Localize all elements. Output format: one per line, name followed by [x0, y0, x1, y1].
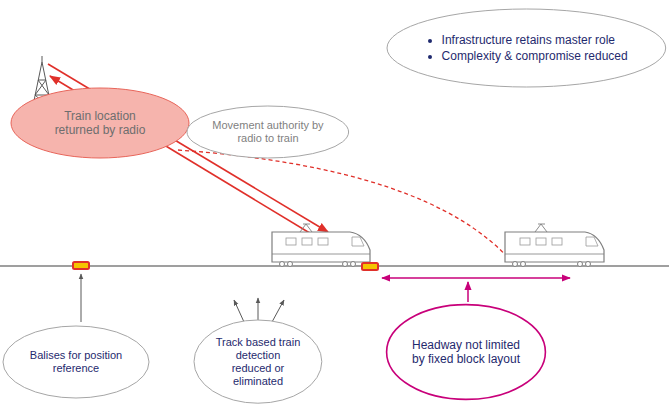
- track: [0, 265, 669, 267]
- braking-curve: [178, 150, 512, 262]
- leader-arrow: [234, 300, 244, 322]
- callout-text: Movement authority by radio to train: [212, 119, 324, 145]
- ellipse: [3, 326, 149, 398]
- callout-text: Train location returned by radio: [45, 109, 155, 138]
- balise: [362, 263, 378, 270]
- callout-ellipse: Movement authority by radio to train: [186, 105, 350, 159]
- bullet-list: Infrastructure retains master roleComple…: [426, 31, 628, 66]
- train: [272, 224, 370, 267]
- bullet-text: Complexity & compromise reduced: [442, 49, 628, 63]
- callout-ellipse: Headway not limited by fixed block layou…: [385, 303, 547, 401]
- callout-text: Balises for position reference: [26, 349, 126, 375]
- leader-arrow: [272, 300, 284, 322]
- callout-ellipse: Track based train detection reduced or e…: [193, 319, 323, 404]
- note-ellipse: Infrastructure retains master roleComple…: [386, 8, 667, 88]
- ellipse: [387, 9, 666, 87]
- balise: [73, 262, 89, 269]
- ellipse: [387, 305, 546, 400]
- headway-arrow: [382, 277, 570, 279]
- callout-text: Headway not limited by fixed block layou…: [411, 338, 521, 367]
- leader-arrow: [258, 298, 259, 321]
- ellipse: [11, 88, 189, 158]
- ellipse: [187, 106, 349, 158]
- callout-ellipse: Balises for position reference: [2, 325, 150, 399]
- callout-ellipse: Train location returned by radio: [10, 87, 190, 159]
- ellipse-outline: [386, 8, 667, 88]
- leader-arrow: [467, 282, 469, 302]
- train: [505, 224, 604, 267]
- leader-arrow: [81, 274, 82, 322]
- ellipse: [194, 320, 322, 403]
- callout-text: Track based train detection reduced or e…: [215, 336, 301, 389]
- bullet-text: Infrastructure retains master role: [442, 33, 628, 47]
